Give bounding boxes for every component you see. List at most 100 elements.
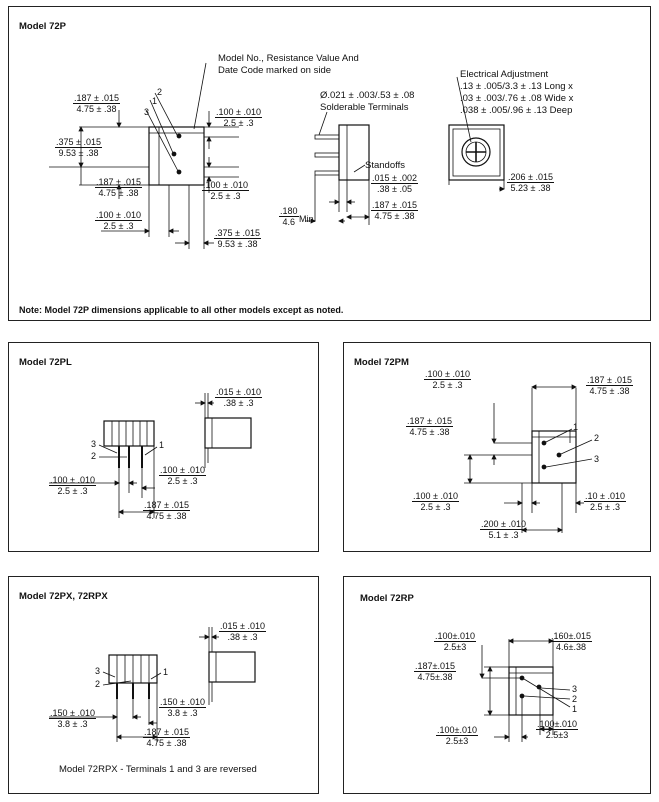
pin-label: 1 xyxy=(572,704,578,714)
dimension-mm: 4.75 ± .38 xyxy=(409,427,450,437)
dimension-mm: 2.5 ± .3 xyxy=(57,486,88,496)
pm-body xyxy=(531,430,577,484)
rp-body xyxy=(508,666,554,716)
dimension-mm: 3.8 ± .3 xyxy=(57,719,88,729)
pin-label: 3 xyxy=(91,439,97,449)
panel-model-72pm: Model 72PM xyxy=(343,342,651,552)
dimension-mm: 4.75 ± .38 xyxy=(589,386,630,396)
dimension-mm: 2.5 ± .3 xyxy=(432,380,463,390)
dimension-mm: 2.5±3 xyxy=(443,642,467,652)
side-view-body xyxy=(338,124,370,181)
dimension-inch: .160±.015 xyxy=(550,631,592,642)
pin-label: 2 xyxy=(594,433,600,443)
pin-label: 3 xyxy=(594,454,600,464)
dimension-mm: 4.75 ± .38 xyxy=(146,511,187,521)
dimension-label: .015 ± .002.38 ± .05 xyxy=(371,173,418,194)
dimension-inch: .187±.015 xyxy=(414,661,456,672)
pin-label: 2 xyxy=(572,694,578,704)
caption-text: Model 72RPX - Terminals 1 and 3 are reve… xyxy=(59,764,257,775)
dimension-label: .015 ± .010.38 ± .3 xyxy=(219,621,266,642)
dimension-inch: .187 ± .015 xyxy=(143,500,190,511)
model-72pm-drawing xyxy=(464,384,593,533)
model-72px-drawing xyxy=(49,627,256,742)
dimension-inch: .100 ± .010 xyxy=(159,465,206,476)
dimension-mm: 2.5 ± .3 xyxy=(210,191,241,201)
dimension-mm: 9.53 ± .38 xyxy=(217,239,258,249)
dimension-mm: .38 ± .05 xyxy=(377,184,412,194)
side-view-terminal xyxy=(314,152,340,158)
panel-model-72px: Model 72PX, 72RPX 3 2 1 xyxy=(8,576,319,794)
dimension-inch: .100 ± .010 xyxy=(95,210,142,221)
rotor-adjust xyxy=(461,137,491,167)
dimension-inch: .100±.010 xyxy=(536,719,578,730)
dimension-mm: 4.75±.38 xyxy=(417,672,453,682)
terminal-marker xyxy=(176,133,182,139)
dimension-mm: 4.75 ± .38 xyxy=(146,738,187,748)
dimension-mm: 5.1 ± .3 xyxy=(488,530,519,540)
dimension-mm: 2.5 ± .3 xyxy=(590,502,620,512)
dimension-inch: .100±.010 xyxy=(436,725,478,736)
dimension-inch: .150 ± .010 xyxy=(159,697,206,708)
dimension-mm: 5.23 ± .38 xyxy=(510,183,551,193)
standoffs-label: Standoffs xyxy=(365,160,405,171)
top-view-body xyxy=(448,124,505,181)
dimension-inch: .100 ± .010 xyxy=(49,475,96,486)
panel-model-72p: Model 72P xyxy=(8,6,651,321)
px-side-body xyxy=(208,651,256,683)
model-72p-drawing xyxy=(49,62,505,249)
dimension-inch: .187 ± .015 xyxy=(143,727,190,738)
pl-side-body xyxy=(204,417,252,449)
front-view-body xyxy=(148,126,205,186)
dimension-inch: .100 ± .010 xyxy=(202,180,249,191)
pin-label: 1 xyxy=(159,440,165,450)
dimension-mm: 4.6 xyxy=(282,217,296,227)
dimension-inch: .375 ± .015 xyxy=(55,137,102,148)
panel-title: Model 72P xyxy=(19,21,66,32)
dimension-mm: .38 ± .3 xyxy=(227,632,258,642)
dimension-mm: 2.5±3 xyxy=(545,730,569,740)
adjustment-callout: Electrical Adjustment .13 ± .005/3.3 ± .… xyxy=(460,69,574,116)
pin-label: 1 xyxy=(573,422,579,432)
dimension-inch: .187 ± .015 xyxy=(406,416,453,427)
terminals-callout: Ø.021 ± .003/.53 ± .08 Solderable Termin… xyxy=(320,90,415,113)
dimension-mm: .38 ± .3 xyxy=(223,398,254,408)
side-view-terminal xyxy=(314,134,340,140)
panel-title: Model 72RP xyxy=(360,593,414,604)
dimension-label: .015 ± .010.38 ± .3 xyxy=(215,387,262,408)
dimension-inch: .100 ± .010 xyxy=(215,107,262,118)
note-text: Note: Model 72P dimensions applicable to… xyxy=(19,305,344,315)
dimension-inch: .180 xyxy=(279,206,299,217)
dimension-inch: .100 ± .010 xyxy=(424,369,471,380)
dimension-inch: .200 ± .010 xyxy=(480,519,527,530)
dimension-inch: .187 ± .015 xyxy=(371,200,418,211)
dimension-inch: .015 ± .010 xyxy=(219,621,266,632)
dimension-inch: .100±.010 xyxy=(434,631,476,642)
panel-title: Model 72PX, 72RPX xyxy=(19,591,108,602)
dimension-mm: 4.75 ± .38 xyxy=(98,188,139,198)
dimension-inch: .015 ± .010 xyxy=(215,387,262,398)
panel-title: Model 72PM xyxy=(354,357,409,368)
